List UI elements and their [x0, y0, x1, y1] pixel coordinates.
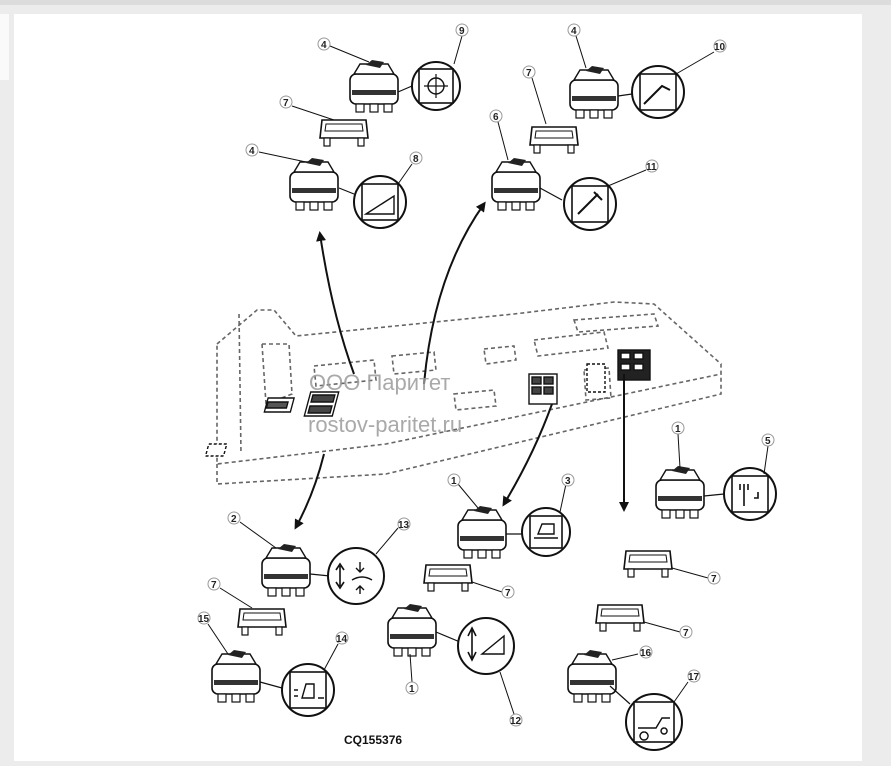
- switch-6: 6: [489, 109, 541, 211]
- blank-7-right-upper: 7: [623, 550, 721, 585]
- arrows: [294, 201, 629, 530]
- diagram-panel: 4 9 7 4 8 4: [14, 14, 862, 761]
- symbol-13: 13: [309, 517, 411, 605]
- callout-1c: 1: [409, 684, 415, 695]
- switch-4-left-mid: 4: [245, 143, 339, 211]
- figure-id: CQ155376: [344, 733, 402, 747]
- console-switch-slots: [204, 349, 651, 457]
- switch-16: 16: [567, 645, 653, 703]
- console-outline: [216, 301, 722, 485]
- callout-7f: 7: [211, 580, 217, 591]
- blank-7-right-lower: 7: [595, 604, 693, 639]
- callout-8: 8: [413, 154, 419, 165]
- callout-16: 16: [640, 648, 652, 659]
- callout-7e: 7: [683, 628, 689, 639]
- symbol-14: 14: [259, 631, 349, 717]
- watermark-url: rostov-paritet.ru: [308, 412, 462, 437]
- callout-4c: 4: [571, 26, 577, 37]
- symbol-8: 8: [338, 151, 423, 229]
- symbol-9: 9: [397, 23, 469, 111]
- symbol-12: 12: [435, 617, 523, 727]
- callout-2: 2: [231, 514, 237, 525]
- symbol-17: 17: [609, 669, 701, 751]
- switch-1-right: 1: [655, 421, 705, 519]
- switch-1-bottom: 1: [387, 603, 437, 695]
- callout-3: 3: [565, 476, 571, 487]
- callout-12: 12: [510, 716, 522, 727]
- callout-5: 5: [765, 436, 771, 447]
- blank-7-top-right: 7: [522, 65, 579, 154]
- symbol-5: 5: [703, 433, 777, 521]
- switch-2: 2: [227, 511, 311, 597]
- symbol-3: 3: [506, 473, 575, 557]
- callout-7a: 7: [283, 98, 289, 109]
- callout-4b: 4: [249, 146, 255, 157]
- callout-7b: 7: [526, 68, 532, 79]
- callout-9: 9: [459, 26, 465, 37]
- blank-7-mid: 7: [423, 564, 515, 599]
- callout-6: 6: [493, 112, 499, 123]
- callout-13: 13: [398, 520, 410, 531]
- symbol-11: 11: [539, 159, 659, 231]
- callout-7d: 7: [711, 574, 717, 585]
- callout-10: 10: [714, 42, 726, 53]
- top-strip: [0, 0, 891, 5]
- watermark-company: ООО Паритет: [309, 370, 450, 395]
- switch-layout-diagram: 4 9 7 4 8 4: [197, 23, 777, 751]
- left-tab: [0, 14, 9, 80]
- callout-17: 17: [688, 672, 700, 683]
- switch-4-top-left: 4: [317, 37, 399, 113]
- switch-15: 15: [197, 611, 261, 703]
- callout-14: 14: [336, 634, 348, 645]
- callout-1a: 1: [675, 424, 681, 435]
- symbol-10: 10: [617, 39, 727, 119]
- callout-11: 11: [646, 162, 657, 173]
- switch-4-top-right: 4: [567, 23, 619, 119]
- callout-15: 15: [198, 614, 210, 625]
- callout-1b: 1: [451, 476, 457, 487]
- switch-1-mid: 1: [447, 473, 507, 559]
- callout-4a: 4: [321, 40, 327, 51]
- blank-7-top-left: 7: [279, 95, 369, 147]
- callout-7c: 7: [505, 588, 511, 599]
- blank-7-bottom-left: 7: [207, 577, 287, 636]
